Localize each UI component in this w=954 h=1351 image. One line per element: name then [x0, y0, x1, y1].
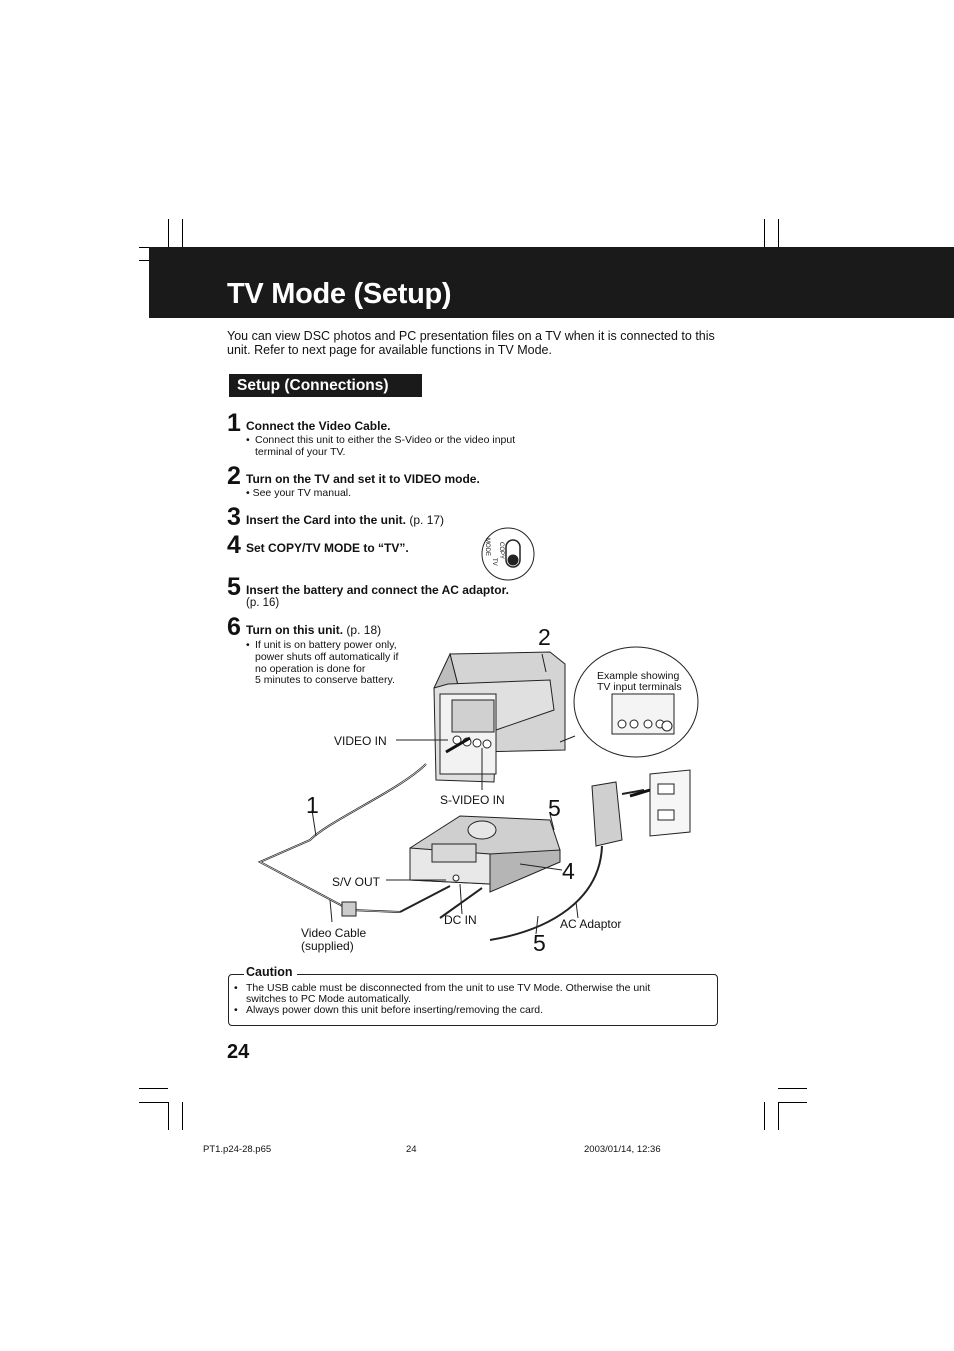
step-number: 2 — [227, 462, 241, 490]
sv-out-port-icon — [452, 874, 460, 882]
crop-mark — [778, 1102, 807, 1103]
crop-mark — [139, 1102, 168, 1103]
step-note: (p. 16) — [246, 597, 280, 609]
terminal-icon — [617, 719, 627, 729]
ac-adaptor-label: AC Adaptor — [560, 917, 622, 931]
crop-mark — [168, 219, 169, 247]
caution-title: Caution — [244, 965, 297, 979]
s-video-in-label: S-VIDEO IN — [440, 793, 505, 807]
arrow-icon — [629, 788, 651, 798]
step-number: 1 — [227, 409, 241, 437]
dc-in-label: DC IN — [444, 913, 477, 927]
mode-switch-diagram — [481, 527, 535, 581]
footer-page: 24 — [406, 1144, 417, 1155]
caution-box — [228, 974, 718, 1026]
switch-label-copy: COPY — [498, 542, 504, 560]
sv-out-label: S/V OUT — [332, 875, 381, 889]
step-note-line: Connect this unit to either the S-Video … — [255, 434, 516, 446]
step-title-text: Insert the Card into the unit. — [246, 513, 407, 527]
crop-mark — [168, 1102, 169, 1130]
switch-knob-icon — [507, 554, 519, 566]
callout-1: 1 — [306, 792, 319, 818]
step-number: 6 — [227, 613, 241, 641]
caution-text: Always power down this unit before inser… — [246, 1004, 544, 1016]
crop-mark — [778, 219, 779, 247]
step-number: 4 — [227, 531, 241, 559]
step-title: Turn on this unit. (p. 18) — [246, 623, 381, 637]
tv-jack-icon — [482, 739, 492, 749]
caution-text: switches to PC Mode automatically. — [246, 993, 411, 1005]
step-note: •If unit is on battery power only, — [246, 639, 397, 651]
video-cable-supplied-label: (supplied) — [301, 939, 354, 953]
crop-mark — [764, 219, 765, 247]
page-title: TV Mode (Setup) — [227, 278, 452, 310]
step-note-line: If unit is on battery power only, — [255, 639, 397, 651]
step-note-line: power shuts off automatically if — [255, 651, 399, 663]
tv-illustration — [433, 651, 566, 783]
crop-mark — [182, 1102, 183, 1130]
step-note: •Connect this unit to either the S-Video… — [246, 434, 516, 446]
crop-mark — [182, 219, 183, 247]
callout-2: 2 — [538, 624, 551, 650]
device-illustration — [409, 815, 561, 893]
crop-mark — [764, 1102, 765, 1130]
step-number: 5 — [227, 573, 241, 601]
video-cable-label: Video Cable — [301, 926, 367, 940]
step-note-line: terminal of your TV. — [255, 446, 346, 458]
caution-item: •The USB cable must be disconnected from… — [234, 982, 651, 994]
intro-text: You can view DSC photos and PC presentat… — [227, 329, 715, 357]
footer-filename: PT1.p24-28.p65 — [203, 1144, 272, 1155]
arrow-icon — [445, 736, 471, 754]
step-title: Insert the Card into the unit. (p. 17) — [246, 513, 444, 527]
tv-jack-icon — [472, 738, 482, 748]
callout-4: 4 — [562, 858, 575, 884]
crop-mark — [139, 1088, 168, 1089]
page-reference: (p. 18) — [343, 623, 382, 637]
switch-label-tv: TV — [491, 558, 497, 566]
terminal-icon — [643, 719, 653, 729]
leader-lines — [311, 653, 579, 935]
caution-item: •Always power down this unit before inse… — [234, 1004, 544, 1016]
step-title: Connect the Video Cable. — [246, 419, 391, 433]
wall-outlet-illustration — [649, 769, 691, 837]
callout-5: 5 — [548, 795, 561, 821]
ac-adaptor-illustration — [489, 781, 645, 941]
terminal-icon — [661, 720, 673, 732]
page-reference: (p. 17) — [406, 513, 445, 527]
cable-ferrite-icon — [341, 901, 357, 917]
video-in-label: VIDEO IN — [334, 734, 387, 748]
footer-timestamp: 2003/01/14, 12:36 — [584, 1144, 661, 1155]
switch-label-mode: MODE — [484, 538, 490, 556]
example-label: Example showing — [597, 670, 680, 682]
crop-mark — [778, 1102, 779, 1130]
crop-mark — [778, 1088, 807, 1089]
terminal-icon — [629, 719, 639, 729]
step-title: Turn on the TV and set it to VIDEO mode. — [246, 472, 480, 486]
caution-text: The USB cable must be disconnected from … — [246, 982, 651, 994]
step-note-line: 5 minutes to conserve battery. — [255, 674, 395, 686]
section-heading: Setup (Connections) — [229, 374, 422, 397]
connection-diagram — [257, 646, 699, 941]
step-note-line: no operation is done for — [255, 663, 366, 675]
page-number: 24 — [227, 1041, 250, 1063]
step-title: Insert the battery and connect the AC ad… — [246, 583, 509, 597]
tv-terminal-inset — [559, 646, 699, 758]
callout-5: 5 — [533, 930, 546, 956]
step-title-text: Turn on this unit. — [246, 623, 344, 637]
step-number: 3 — [227, 503, 241, 531]
step-title: Set COPY/TV MODE to “TV”. — [246, 541, 409, 555]
example-label: TV input terminals — [597, 681, 682, 693]
step-note: • See your TV manual. — [246, 487, 352, 499]
title-bar — [149, 247, 954, 318]
